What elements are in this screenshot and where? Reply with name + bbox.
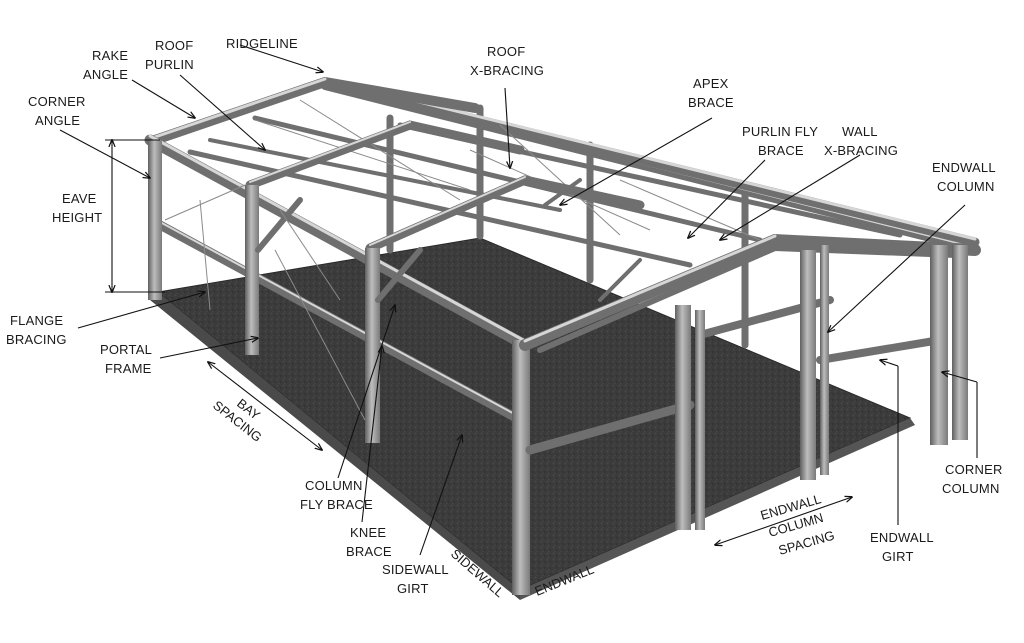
label-apex-brace-1: APEX xyxy=(693,76,729,91)
label-roof-purlin-2: PURLIN xyxy=(145,57,194,72)
label-flange-bracing-1: FLANGE xyxy=(10,313,63,328)
label-roof-x-bracing-1: ROOF xyxy=(487,44,525,59)
label-corner-column-1: CORNER xyxy=(945,462,1003,477)
steel-frame xyxy=(144,76,981,595)
label-apex-brace-2: BRACE xyxy=(688,95,734,110)
label-purlin-fly-brace-2: BRACE xyxy=(758,143,804,158)
label-endwall-girt-2: GIRT xyxy=(882,549,914,564)
label-knee-brace-1: KNEE xyxy=(350,525,386,540)
label-sidewall-girt-2: GIRT xyxy=(397,581,429,596)
label-knee-brace-2: BRACE xyxy=(346,544,392,559)
label-portal-frame-1: PORTAL xyxy=(100,342,152,357)
label-flange-bracing-2: BRACING xyxy=(6,332,67,347)
leader-lines xyxy=(59,44,978,556)
label-rake-angle-2: ANGLE xyxy=(83,67,128,82)
label-ridgeline: RIDGELINE xyxy=(226,36,298,51)
label-sidewall-girt-1: SIDEWALL xyxy=(382,562,449,577)
label-endwall-column-2: COLUMN xyxy=(937,179,995,194)
label-corner-angle-2: ANGLE xyxy=(35,113,80,128)
label-column-fly-brace-2: FLY BRACE xyxy=(300,497,373,512)
labels: RIDGELINE ROOF PURLIN RAKE ANGLE CORNER … xyxy=(6,36,1003,600)
label-endwall-girt-1: ENDWALL xyxy=(870,530,934,545)
label-roof-purlin-1: ROOF xyxy=(155,38,193,53)
label-corner-column-2: COLUMN xyxy=(942,481,1000,496)
label-wall-x-bracing-1: WALL xyxy=(842,124,878,139)
label-portal-frame-2: FRAME xyxy=(105,361,152,376)
label-roof-x-bracing-2: X-BRACING xyxy=(470,63,544,78)
label-corner-angle-1: CORNER xyxy=(28,94,86,109)
label-column-fly-brace-1: COLUMN xyxy=(305,478,363,493)
label-endwall-column-1: ENDWALL xyxy=(932,160,996,175)
label-wall-x-bracing-2: X-BRACING xyxy=(824,143,898,158)
label-eave-height-2: HEIGHT xyxy=(52,210,102,225)
label-purlin-fly-brace-1: PURLIN FLY xyxy=(742,124,818,139)
label-rake-angle-1: RAKE xyxy=(92,48,128,63)
label-eave-height-1: EAVE xyxy=(62,191,97,206)
